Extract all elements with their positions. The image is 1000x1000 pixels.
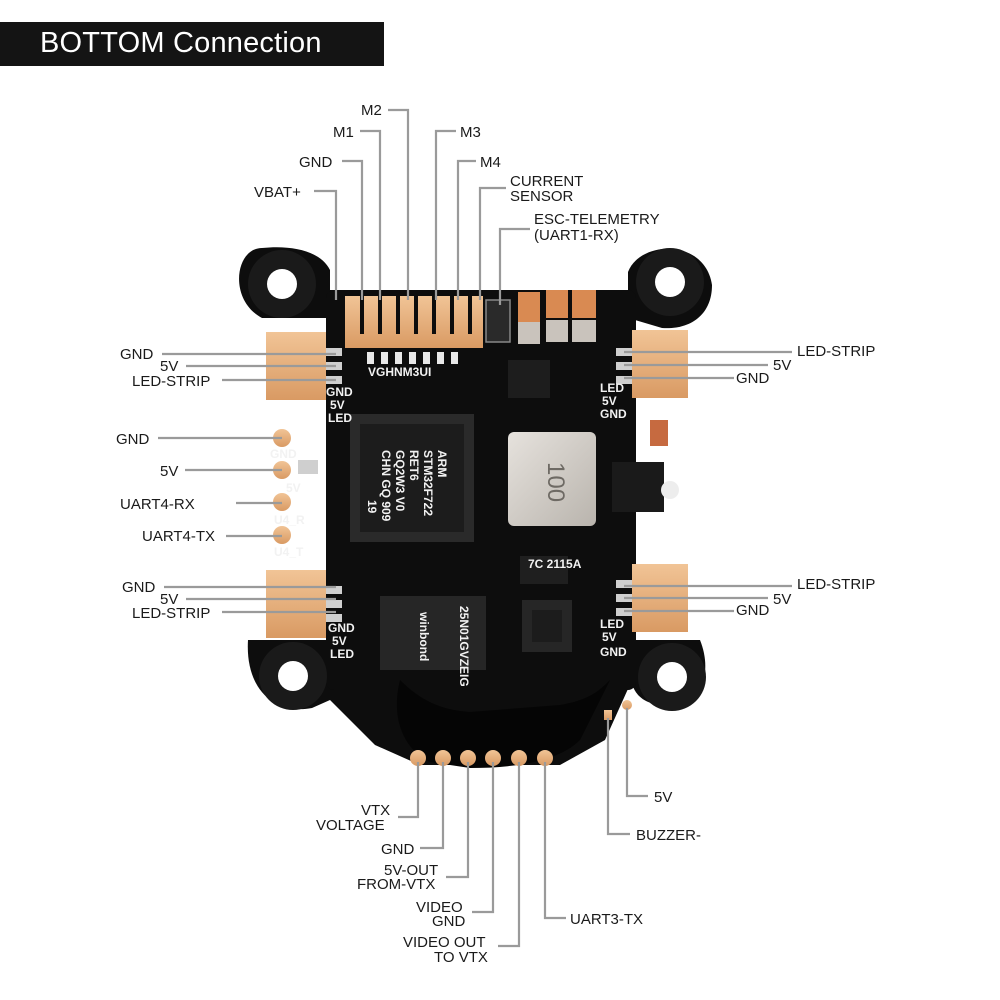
label-m3: M3 (460, 124, 481, 141)
label-m1: M1 (333, 124, 354, 141)
silk-led-rb: LED (600, 617, 624, 631)
silk-gnd-rb: GND (600, 645, 627, 659)
mcu-text-4: GQ2W3 V0 (393, 450, 407, 512)
silk-gnd-lb: GND (328, 621, 355, 635)
label-m4: M4 (480, 154, 501, 171)
flash-chip: 25N01GVZEIG winbond (380, 596, 486, 687)
inductor-text: 100 (542, 462, 569, 502)
label-uart3-tx: UART3-TX (570, 911, 643, 928)
label-m2: M2 (361, 102, 382, 119)
silk-5v-rt: 5V (602, 394, 617, 408)
label-buzzer: BUZZER- (636, 827, 701, 844)
top-components (485, 290, 596, 398)
label-video-gnd-1: VIDEO (416, 899, 463, 916)
label-lb-5v: 5V (160, 591, 178, 608)
label-video-out-2: TO VTX (434, 949, 488, 966)
label-lp-tx: UART4-TX (142, 528, 215, 545)
label-lb-led: LED-STRIP (132, 605, 210, 622)
label-bottom-gnd: GND (381, 841, 415, 858)
silk-5v-pad: 5V (286, 481, 301, 495)
label-esc-1: ESC-TELEMETRY (534, 211, 660, 228)
label-5v-out-1: 5V-OUT (384, 862, 438, 879)
callout-labels: M2 M1 M3 GND M4 VBAT+ CURRENT SENSOR ESC… (116, 102, 875, 966)
small-ic: 7C 2115A (520, 556, 582, 584)
mcu-text-6: 19 (365, 500, 379, 514)
label-lp-gnd: GND (116, 431, 150, 448)
label-rt-5v: 5V (773, 357, 791, 374)
mcu-text-3: RET6 (407, 450, 421, 481)
flash-text-1: winbond (417, 611, 431, 661)
label-rb-5v: 5V (773, 591, 791, 608)
gyro-chip (522, 600, 572, 652)
silk-u4t: U4_T (274, 545, 304, 559)
label-lt-5v: 5V (160, 358, 178, 375)
small-ic-text: 7C 2115A (528, 557, 582, 571)
bottom-pads (410, 700, 632, 766)
silk-5v-rb: 5V (602, 630, 617, 644)
silk-led-lt: LED (328, 411, 352, 425)
label-video-out-1: VIDEO OUT (403, 934, 486, 951)
silk-gnd-pad: GND (270, 447, 297, 461)
silk-gnd-lt: GND (326, 385, 353, 399)
board-silkscreen: GND 5V LED GND 5V U4_R U4_T GND 5V LED L… (270, 381, 627, 661)
mcu-chip: ARM STM32F722 RET6 GQ2W3 V0 CHN GQ 909 1… (350, 414, 474, 542)
inductor: 100 (508, 432, 596, 526)
flash-text-2: 25N01GVZEIG (457, 606, 471, 687)
mcu-text-1: ARM (435, 450, 449, 477)
label-video-gnd-2: GND (432, 913, 466, 930)
label-current-2: SENSOR (510, 188, 574, 205)
label-lt-gnd: GND (120, 346, 154, 363)
label-rt-gnd: GND (736, 370, 770, 387)
label-lb-gnd: GND (122, 579, 156, 596)
silk-gnd-rt: GND (600, 407, 627, 421)
label-gnd-top: GND (299, 154, 333, 171)
right-components (612, 420, 679, 512)
label-vtx-voltage-1: VTX (361, 802, 390, 819)
silk-led-rt: LED (600, 381, 624, 395)
silk-led-lb: LED (330, 647, 354, 661)
label-current-1: CURRENT (510, 173, 583, 190)
label-5v-out-2: FROM-VTX (357, 876, 435, 893)
mcu-text-2: STM32F722 (421, 450, 435, 516)
silk-5v-lt: 5V (330, 398, 345, 412)
silk-5v-lb: 5V (332, 634, 347, 648)
label-rb-led: LED-STRIP (797, 576, 875, 593)
label-bottom-5v: 5V (654, 789, 672, 806)
leader-lines (158, 108, 792, 948)
label-vbat: VBAT+ (254, 184, 301, 201)
motor-connector: VGHNM3UI (345, 296, 483, 379)
mounting-holes (248, 248, 706, 711)
label-lp-rx: UART4-RX (120, 496, 195, 513)
header-title: BOTTOM Connection (40, 27, 322, 59)
label-rb-gnd: GND (736, 602, 770, 619)
label-lp-5v: 5V (160, 463, 178, 480)
silk-u4r: U4_R (274, 513, 305, 527)
jst-left-bottom (266, 570, 342, 638)
motor-pad-silk: VGHNM3UI (368, 365, 431, 379)
label-rt-led: LED-STRIP (797, 343, 875, 360)
header-banner: BOTTOM Connection (0, 22, 384, 66)
mcu-text-5: CHN GQ 909 (379, 450, 393, 522)
label-vtx-voltage-2: VOLTAGE (316, 817, 385, 834)
label-lt-led: LED-STRIP (132, 373, 210, 390)
label-esc-2: (UART1-RX) (534, 227, 619, 244)
